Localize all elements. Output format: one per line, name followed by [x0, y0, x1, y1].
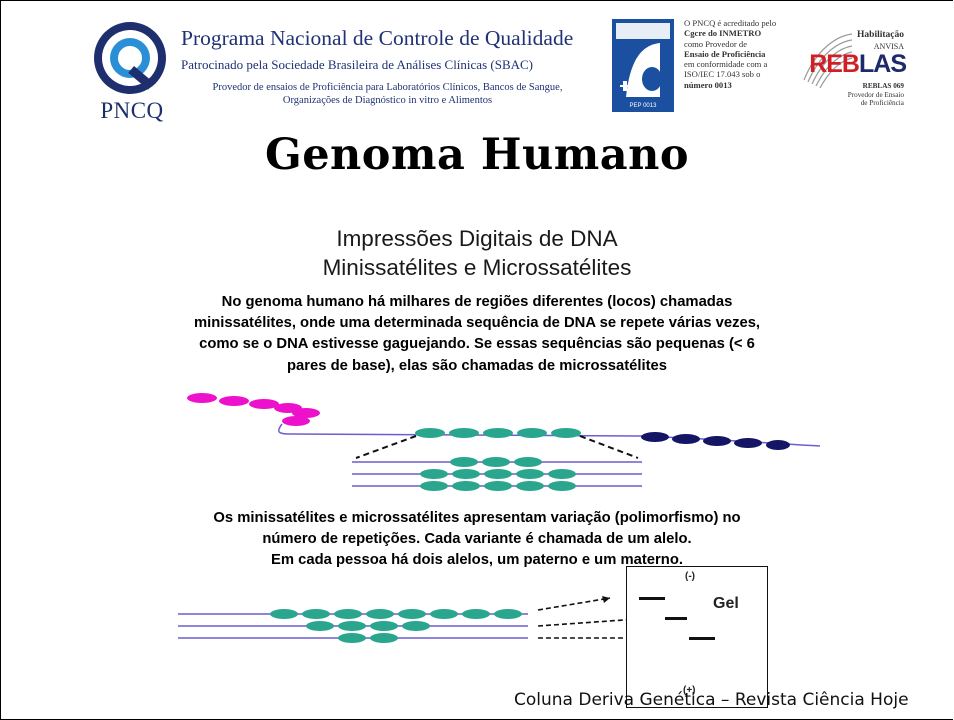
org-sponsor: Patrocinado pela Sociedade Brasileira de…: [181, 57, 533, 72]
polymorphism-paragraph: Os minissatélites e microssatélites apre…: [0, 508, 954, 572]
allele-repeats-row-2: [306, 621, 430, 631]
gel-positive-label: (+): [683, 685, 696, 696]
reblas-subtext: REBLAS 069 Provedor de Ensaio de Profici…: [820, 82, 904, 108]
cgcre-accreditation-text: O PNCQ é acreditado pelo Cgcre do INMETR…: [684, 18, 786, 90]
paragraph-line: minissatélites, onde uma determinada seq…: [193, 315, 761, 332]
cgcre-line: ISO/IEC 17.043 sob o: [684, 69, 761, 80]
cgcre-line: O PNCQ é acreditado pelo: [684, 18, 777, 28]
navy-sequence: [641, 432, 790, 450]
gel-band: [689, 637, 715, 640]
cgcre-line: como Provedor de: [684, 38, 748, 49]
magenta-sequence: [187, 393, 320, 426]
org-description-line: Provedor de ensaios de Proficiência para…: [212, 82, 563, 93]
reblas-swirl-icon: [803, 33, 853, 89]
org-title: Programa Nacional de Controle de Qualida…: [181, 26, 574, 50]
gel-band: [639, 597, 665, 600]
pncq-logo-text: PNCQ: [100, 98, 164, 123]
reblas-mark-blue: LAS: [859, 50, 907, 78]
reblas-sub-line: REBLAS 069: [862, 82, 904, 90]
org-description: Provedor de ensaios de Proficiência para…: [185, 81, 590, 107]
paragraph-line: número de repetições. Cada variante é ch…: [262, 531, 692, 548]
slide-subtitle: Impressões Digitais de DNA Minissatélite…: [0, 224, 954, 282]
allele-repeats-row-1: [270, 609, 522, 619]
reblas-mark: REBLAS: [796, 50, 907, 79]
reblas-anvisa: ANVISA: [873, 42, 904, 51]
org-description-line: Organizações de Diagnóstico in vitro e A…: [282, 95, 493, 106]
slide-title: Genoma Humano: [264, 130, 690, 180]
reblas-sub-line: Provedor de Ensaio: [847, 90, 904, 99]
dna-repeat-diagram: [187, 393, 820, 491]
cgcre-accreditation-seal-icon: PEP 0013: [612, 19, 674, 112]
paragraph-line: pares de base), elas são chamadas de mic…: [287, 357, 667, 374]
reblas-habilitacao: Habilitação: [857, 30, 904, 40]
gel-label: Gel: [713, 595, 739, 612]
pncq-logo-icon: [94, 22, 166, 94]
gel-negative-label: (-): [685, 571, 695, 582]
teal-repeats: [415, 428, 581, 438]
cgcre-seal-code: PEP 0013: [630, 103, 658, 109]
reblas-sub-line: de Proficiência: [860, 99, 904, 107]
paragraph-line: Os minissatélites e microssatélites apre…: [213, 510, 741, 526]
zoom-line-right: [579, 435, 639, 459]
zoom-line-left: [355, 435, 417, 459]
cgcre-line: Cgcre do INMETRO: [684, 28, 762, 39]
intro-paragraph: No genoma humano há milhares de regiões …: [0, 292, 954, 377]
cgcre-line: número 0013: [684, 79, 732, 90]
subtitle-line: Impressões Digitais de DNA: [336, 226, 618, 251]
gel-band: [665, 617, 687, 620]
subtitle-line: Minissatélites e Microssatélites: [322, 255, 632, 280]
cgcre-line: em conformidade com a: [684, 59, 768, 70]
allele-repeats: [420, 457, 576, 491]
gel-box: (-) Gel (+): [626, 566, 768, 708]
paragraph-line: No genoma humano há milhares de regiões …: [221, 294, 733, 310]
paragraph-line: como se o DNA estivesse gaguejando. Se e…: [199, 336, 755, 353]
cgcre-line: Ensaio de Proficiência: [684, 48, 766, 59]
allele-repeats-row-3: [338, 633, 398, 643]
header: PNCQ Programa Nacional de Controle de Qu…: [0, 0, 954, 140]
source-credit: Coluna Deriva Genética – Revista Ciência…: [514, 690, 909, 710]
reblas-mark-red: REB: [809, 50, 860, 78]
paragraph-line: Em cada pessoa há dois alelos, um patern…: [271, 552, 683, 569]
